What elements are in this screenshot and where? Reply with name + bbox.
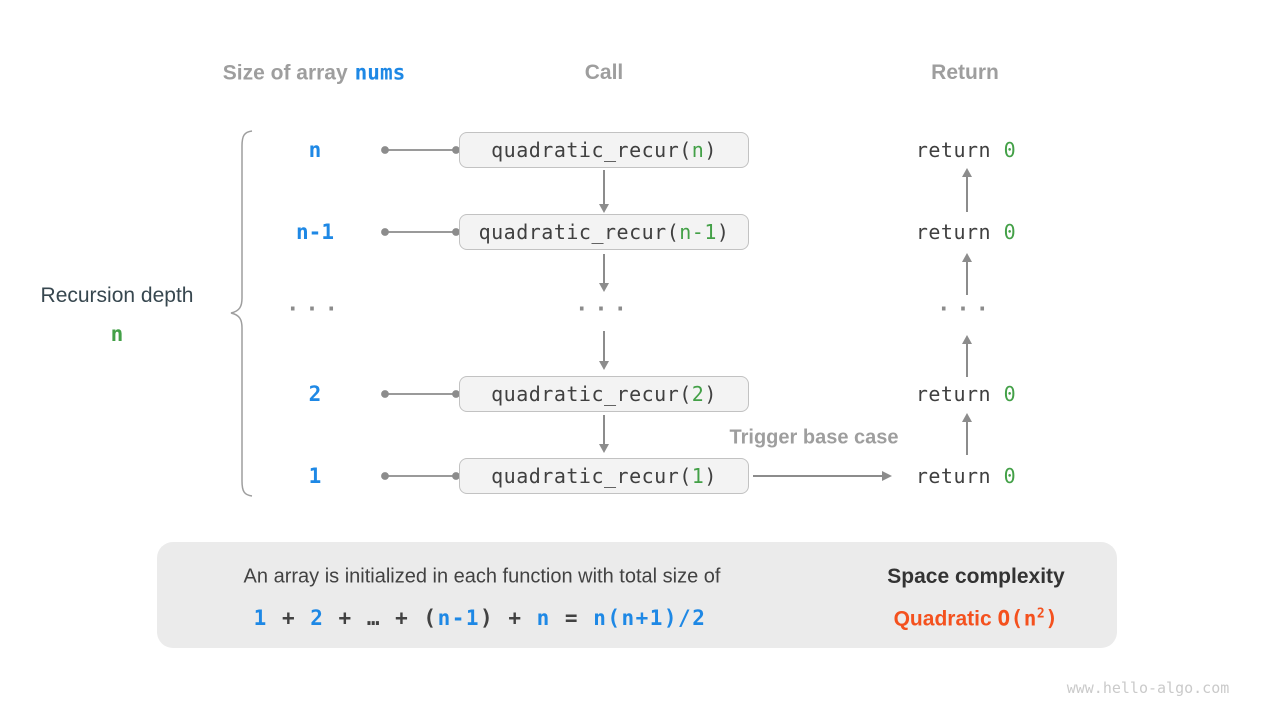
size-label: 1 <box>308 464 322 488</box>
column-header-return: Return <box>931 61 999 85</box>
summary-formula: 1 + 2 + … + (n-1) + n = n(n+1)/2 <box>253 606 707 630</box>
trigger-base-case-label: Trigger base case <box>729 426 899 449</box>
summary-panel <box>157 542 1117 648</box>
call-code: quadratic_recur(1) <box>491 464 717 488</box>
base-case-arrow <box>753 471 892 481</box>
call-header-label: Call <box>584 61 624 84</box>
size-label: 2 <box>308 382 322 406</box>
recursion-depth-brace <box>230 130 253 497</box>
call-box: quadratic_recur(n-1) <box>459 214 749 250</box>
call-box: quadratic_recur(n) <box>459 132 749 168</box>
size-label: n-1 <box>296 220 334 244</box>
summary-sentence: An array is initialized in each function… <box>243 565 721 588</box>
return-header-label: Return <box>931 61 999 84</box>
return-statement: return 0 <box>915 382 1017 406</box>
call-ellipsis: ··· <box>575 297 633 323</box>
big-o-notation: O(n2) <box>997 606 1059 631</box>
return-statement: return 0 <box>915 138 1017 162</box>
call-code: quadratic_recur(n-1) <box>478 220 730 244</box>
space-complexity-title: Space complexity <box>887 565 1065 588</box>
return-statement: return 0 <box>915 220 1017 244</box>
size-header-code: nums <box>354 60 406 85</box>
call-code: quadratic_recur(2) <box>491 382 717 406</box>
size-label: n <box>308 138 322 162</box>
column-header-call: Call <box>585 61 624 85</box>
recursion-depth-label: Recursion depth <box>40 284 194 307</box>
call-code: quadratic_recur(n) <box>491 138 717 162</box>
size-connector-lines <box>381 146 460 480</box>
return-statement: return 0 <box>915 464 1017 488</box>
space-complexity-value: Quadratic O(n2) <box>894 607 1059 632</box>
return-ellipsis: ··· <box>937 297 995 323</box>
call-box: quadratic_recur(2) <box>459 376 749 412</box>
complexity-label: Quadratic <box>893 607 998 631</box>
call-box: quadratic_recur(1) <box>459 458 749 494</box>
size-header-label: Size of array <box>222 61 348 85</box>
recursion-depth-value: n <box>110 322 124 346</box>
watermark: www.hello-algo.com <box>1066 679 1230 697</box>
size-ellipsis: ··· <box>286 297 344 323</box>
column-header-size: Size of array nums <box>223 61 405 86</box>
